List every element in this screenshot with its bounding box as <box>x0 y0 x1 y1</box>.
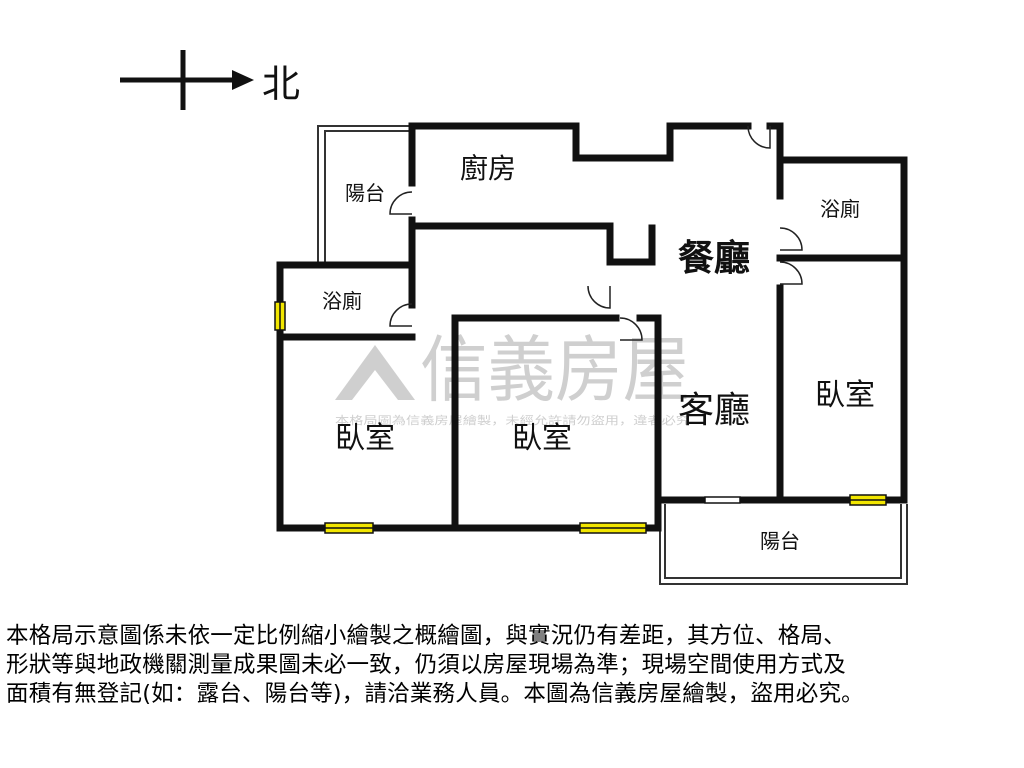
room-label-dining: 餐廳 <box>678 237 750 279</box>
room-label-bath-left: 浴廁 <box>322 289 362 313</box>
room-label-kitchen: 廚房 <box>460 152 516 185</box>
disclaimer: 本格局示意圖係未依一定比例縮小繪製之概繪圖，與實況仍有差距，其方位、格局、 形狀… <box>6 622 1020 709</box>
north-label: 北 <box>262 62 300 106</box>
room-label-bedroom-right: 臥室 <box>815 378 875 413</box>
room-label-bath-right: 浴廁 <box>820 197 860 221</box>
disclaimer-line: 形狀等與地政機關測量成果圖未必一致，仍須以房屋現場為準；現場空間使用方式及 <box>6 652 846 678</box>
doors <box>389 125 803 341</box>
balcony-outlines <box>317 125 908 585</box>
floor-plan: 北 信義房屋 本格局圖為信義房屋繪製，未經允許請勿盜用，違者必究 <box>120 50 908 585</box>
disclaimer-line: 本格局示意圖係未依一定比例縮小繪製之概繪圖，與實況仍有差距，其方位、格局、 <box>6 623 846 649</box>
room-label-balcony-top: 陽台 <box>345 181 385 205</box>
room-label-bedroom-middle: 臥室 <box>512 421 572 456</box>
watermark-logo-icon <box>335 345 415 400</box>
walls <box>276 122 908 532</box>
watermark-notice: 本格局圖為信義房屋繪製，未經允許請勿盜用，違者必究 <box>335 413 690 427</box>
watermark-brand: 信義房屋 <box>420 328 690 412</box>
room-label-balcony-bottom: 陽台 <box>760 529 800 553</box>
disclaimer-line: 面積有無登記(如：露台、陽台等)，請洽業務人員。本圖為信義房屋繪製，盜用必究。 <box>6 681 864 707</box>
room-label-bedroom-left: 臥室 <box>335 421 395 456</box>
north-arrow-icon <box>120 50 254 110</box>
windows <box>274 301 887 534</box>
room-label-living: 客廳 <box>678 390 750 431</box>
